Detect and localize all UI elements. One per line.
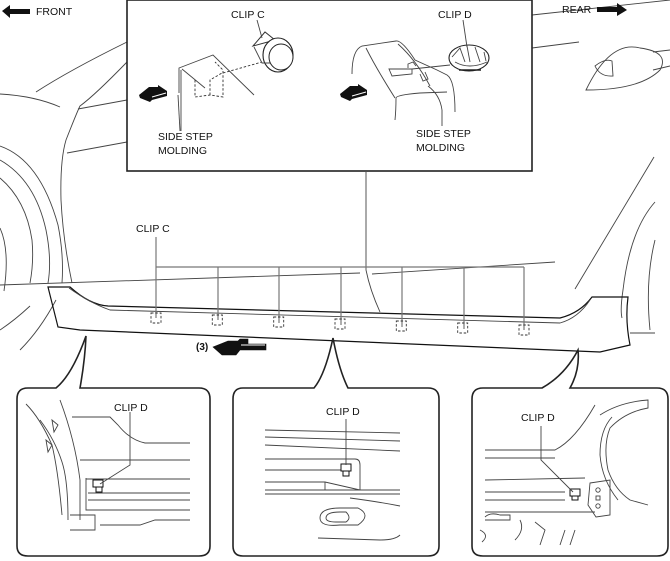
detail-inset: CLIP C SIDE STEP MOLDING CLIP D: [126, 0, 533, 172]
clip-c-leader: [256, 19, 263, 39]
clip-c-location-mark: [457, 322, 469, 334]
clip-d-icon: [92, 479, 104, 493]
clip-d-leader: [462, 19, 468, 48]
car-body-outline: [0, 0, 670, 351]
callout-front-drawing: [25, 399, 190, 531]
inset-left-direction-arrow-icon: [139, 85, 167, 102]
molding-leader-left: [177, 94, 181, 132]
inset-left-molding-drawing: [178, 54, 263, 131]
callout-rear: CLIP D: [471, 347, 669, 557]
clip-c-location-mark: [150, 312, 162, 324]
callout-middle-clip-d-label: CLIP D: [326, 406, 360, 418]
clip-c-location-mark: [395, 320, 407, 332]
removal-direction-arrow-icon: [212, 338, 267, 356]
callout-middle: CLIP D: [232, 337, 440, 557]
rear-arrow-icon: [597, 3, 627, 16]
side-step-molding: [47, 286, 631, 353]
callout-middle-drawing: [264, 429, 401, 541]
inset-left-molding-label-2: MOLDING: [158, 145, 207, 157]
clip-c-marks: [150, 312, 530, 336]
clip-d-icon: [448, 44, 490, 72]
inset-left-molding-label-1: SIDE STEP: [158, 131, 213, 143]
step-number-label: (3): [196, 342, 208, 353]
callout-rear-clip-d-label: CLIP D: [521, 412, 555, 424]
clip-c-location-mark: [518, 324, 530, 336]
inset-right-molding-label-1: SIDE STEP: [416, 128, 471, 140]
clip-c-icon: [251, 31, 294, 73]
clip-c-leaders: [155, 237, 525, 330]
inset-clip-d-label: CLIP D: [438, 9, 472, 21]
main-clip-c-label: CLIP C: [136, 223, 170, 235]
front-arrow-icon: [2, 5, 30, 18]
inset-right-direction-arrow-icon: [340, 84, 367, 101]
clip-d-icon: [569, 488, 581, 501]
rear-label: REAR: [562, 4, 592, 16]
clip-c-location-mark: [211, 314, 223, 326]
front-label: FRONT: [36, 6, 73, 18]
clip-c-location-mark: [273, 316, 285, 328]
inset-right-molding-drawing: [351, 40, 456, 126]
clip-d-icon: [340, 463, 352, 477]
callout-front-clip-d-label: CLIP D: [114, 402, 148, 414]
clip-c-location-mark: [334, 318, 346, 330]
callout-rear-drawing: [479, 399, 649, 546]
inset-clip-c-label: CLIP C: [231, 9, 265, 21]
callout-front: CLIP D: [16, 335, 211, 557]
inset-right-molding-label-2: MOLDING: [416, 142, 465, 154]
